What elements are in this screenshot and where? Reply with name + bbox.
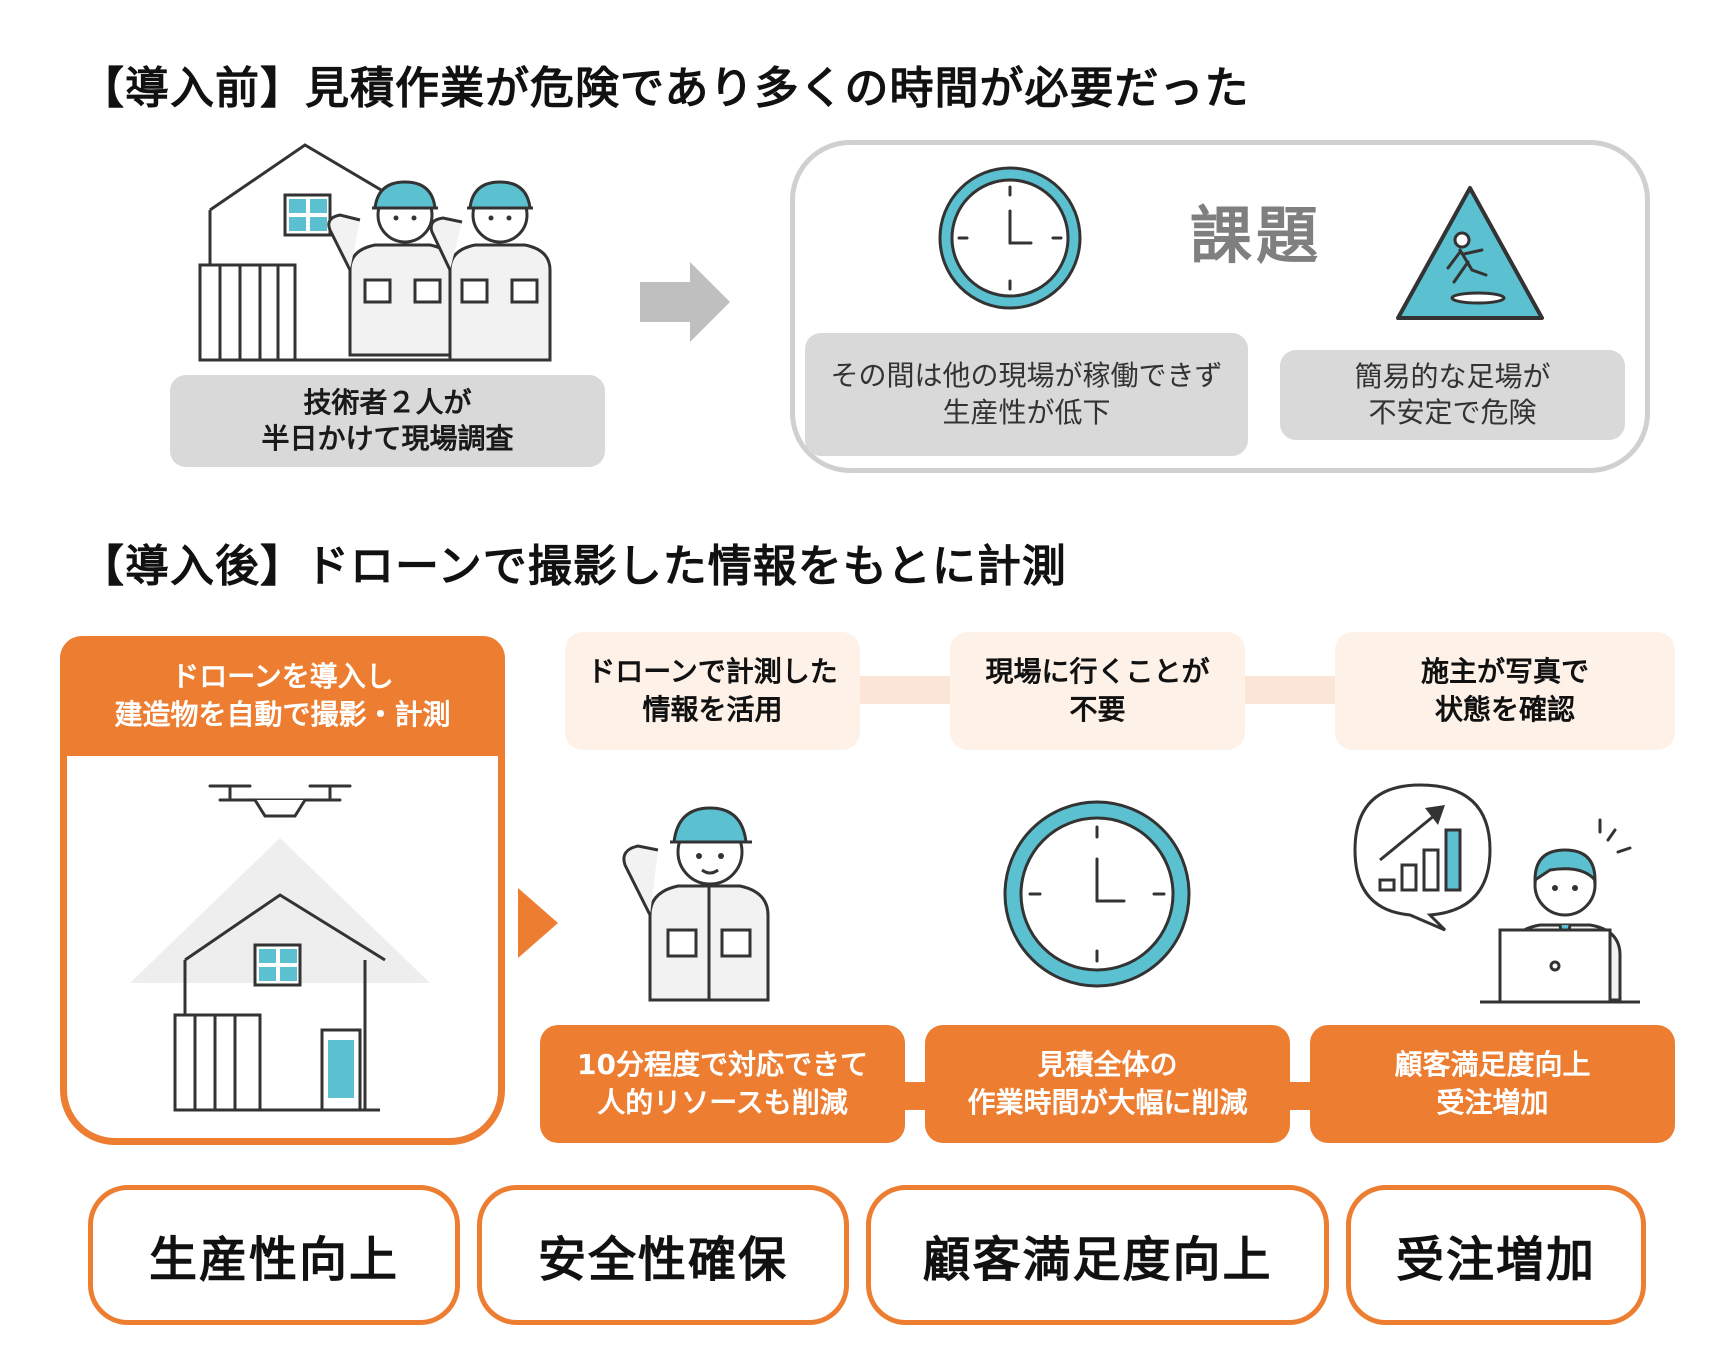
benefit-customer-satisfaction: 顧客満足度向上 <box>866 1185 1329 1325</box>
challenge-time-line1: その間は他の現場が稼働できず <box>830 359 1223 393</box>
benefit-safety: 安全性確保 <box>477 1185 849 1325</box>
benefit-productivity: 生産性向上 <box>88 1185 460 1325</box>
step-top-line2: 不要 <box>1069 693 1126 726</box>
challenge-time-box: その間は他の現場が稼働できず 生産性が低下 <box>805 333 1248 456</box>
step-top-line1: ドローンで計測した <box>587 655 838 689</box>
drone-panel-header: ドローンを導入し 建造物を自動で撮影・計測 <box>60 636 505 756</box>
challenge-title: 課題 <box>1190 199 1323 272</box>
step-top-box: 現場に行くことが 不要 <box>950 632 1245 750</box>
step-bottom-line1: 見積全体の <box>1037 1048 1178 1082</box>
house-icon <box>170 890 400 1115</box>
challenge-safety-box: 簡易的な足場が 不安定で危険 <box>1280 350 1625 440</box>
before-caption: 技術者２人が 半日かけて現場調査 <box>170 375 605 467</box>
drone-header-line2: 建造物を自動で撮影・計測 <box>114 698 451 731</box>
after-heading: 【導入後】ドローンで撮影した情報をもとに計測 <box>80 541 1067 592</box>
slip-warning-icon <box>1390 180 1550 325</box>
drone-header-line1: ドローンを導入し <box>171 660 394 694</box>
clock-icon <box>935 163 1085 313</box>
clock-icon <box>1000 797 1195 992</box>
step-top-line2: 情報を活用 <box>642 693 783 726</box>
house-with-two-workers-icon <box>198 140 580 365</box>
arrow-right-icon <box>640 262 730 342</box>
challenge-time-line2: 生産性が低下 <box>942 395 1111 429</box>
before-caption-line2: 半日かけて現場調査 <box>261 422 514 455</box>
worker-icon <box>610 780 800 1005</box>
step-bottom-line2: 人的リソースも削減 <box>597 1086 848 1119</box>
step-top-box: 施主が写真で 状態を確認 <box>1335 632 1675 750</box>
benefit-orders: 受注増加 <box>1346 1185 1646 1325</box>
challenge-safety-line1: 簡易的な足場が <box>1354 359 1551 393</box>
before-heading: 【導入前】見積作業が危険であり多くの時間が必要だった <box>80 63 1250 114</box>
step-bottom-box: 見積全体の 作業時間が大幅に削減 <box>925 1025 1290 1143</box>
step-top-box: ドローンで計測した 情報を活用 <box>565 632 860 750</box>
client-laptop-icon <box>1350 780 1640 1005</box>
arrow-right-icon <box>518 888 558 958</box>
step-bottom-line1: 10分程度で対応できて <box>577 1048 868 1082</box>
step-top-line1: 現場に行くことが <box>985 655 1210 689</box>
drone-icon <box>208 778 352 828</box>
step-bottom-line1: 顧客満足度向上 <box>1394 1048 1591 1082</box>
step-bottom-box: 顧客満足度向上 受注増加 <box>1310 1025 1675 1143</box>
top-connector <box>860 676 950 704</box>
step-bottom-box: 10分程度で対応できて 人的リソースも削減 <box>540 1025 905 1143</box>
step-bottom-line2: 作業時間が大幅に削減 <box>967 1086 1248 1119</box>
step-top-line2: 状態を確認 <box>1434 693 1575 726</box>
top-connector <box>1245 676 1335 704</box>
step-top-line1: 施主が写真で <box>1420 655 1589 689</box>
before-caption-line1: 技術者２人が <box>303 385 472 419</box>
challenge-safety-line2: 不安定で危険 <box>1368 396 1537 429</box>
step-bottom-line2: 受注増加 <box>1436 1086 1549 1119</box>
